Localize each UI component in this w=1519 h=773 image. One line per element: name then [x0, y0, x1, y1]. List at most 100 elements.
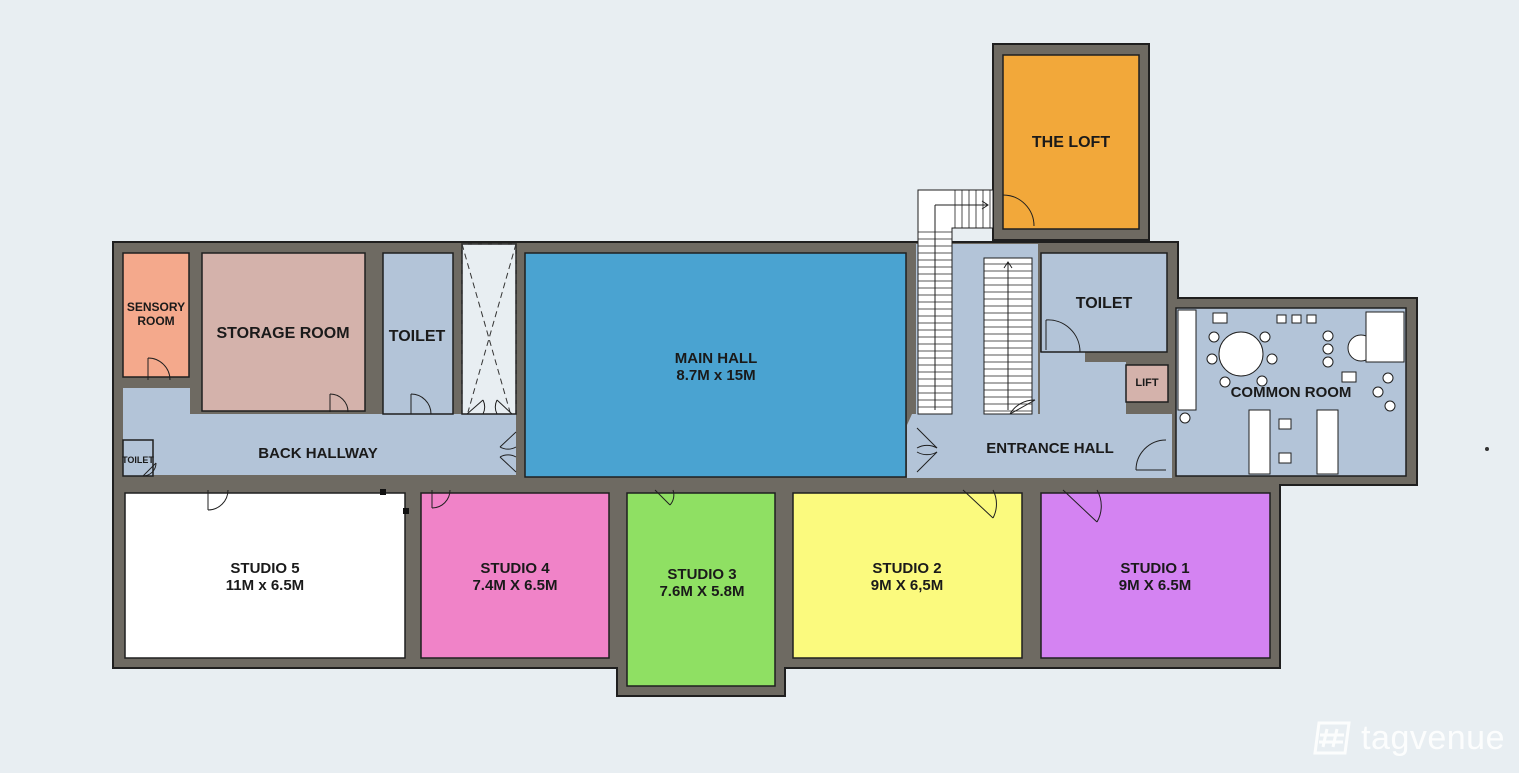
marker [1485, 447, 1489, 451]
studio-1-label: STUDIO 1 [1120, 560, 1189, 577]
studio-5-label: STUDIO 5 [230, 560, 299, 577]
doors [142, 194, 1167, 523]
toilet-left-label: TOILET [389, 328, 446, 345]
back-hallway-label: BACK HALLWAY [258, 445, 377, 462]
room-labels: SENSORY ROOM STORAGE ROOM TOILET TOILET … [122, 134, 1351, 600]
studio-3 [626, 492, 776, 687]
door-void-a-swing [482, 399, 486, 415]
door-studio-2 [962, 489, 994, 519]
main-hall-size: 8.7M x 15M [676, 367, 755, 384]
studio-4 [420, 492, 610, 659]
studio-4-label: STUDIO 4 [480, 560, 550, 577]
door-stair-swing [1009, 399, 1036, 415]
common-room-label: COMMON ROOM [1231, 384, 1352, 401]
chair [1322, 330, 1334, 342]
chair [1179, 412, 1191, 424]
door-stair [1009, 399, 1036, 415]
studio-1-size: 9M X 6.5M [1119, 577, 1192, 594]
door-lift-swing [1135, 439, 1167, 471]
the-loft-label: THE LOFT [1032, 134, 1110, 151]
rooms [122, 54, 1407, 687]
round-table-large [1218, 331, 1264, 377]
void-shaft [461, 243, 517, 415]
chair [1206, 353, 1218, 365]
door-toilet-right-swing [1045, 319, 1081, 353]
door-void-b-swing [494, 399, 498, 415]
studio-2-size: 9M X 6,5M [871, 577, 944, 594]
storage-room-label: STORAGE ROOM [216, 325, 349, 342]
studio-5-size: 11M x 6.5M [226, 577, 304, 594]
studio-3-size: 7.6M X 5.8M [659, 583, 744, 600]
door-studio-3-swing [669, 489, 675, 506]
chair [1212, 312, 1228, 324]
marker [380, 489, 386, 495]
toilet-small [122, 439, 154, 477]
chair [1208, 331, 1220, 343]
chair [1306, 314, 1317, 324]
door-toilet-left-swing [410, 393, 432, 415]
chair [1278, 452, 1292, 464]
door-main-left-a-swing [499, 446, 517, 450]
chair [1384, 400, 1396, 412]
toilet-right-label: TOILET [1076, 295, 1133, 312]
door-toilet-small [142, 462, 157, 477]
toilet-right [1040, 252, 1168, 353]
chair [1266, 353, 1278, 365]
door-void-b [496, 399, 513, 415]
sensory-room-label-line2: ROOM [137, 314, 174, 328]
main-hall [524, 252, 907, 478]
brand-name: tagvenue [1361, 718, 1505, 757]
door-main-right-b-swing [916, 451, 938, 456]
chair [1291, 314, 1302, 324]
door-main-right-a [916, 427, 938, 449]
sofa [1365, 311, 1405, 363]
door-storage-swing [329, 393, 349, 413]
sensory-room-label-line1: SENSORY [127, 300, 185, 314]
studio-5 [124, 492, 406, 659]
studio-2 [792, 492, 1023, 659]
chair [1259, 331, 1271, 343]
chair [1382, 372, 1394, 384]
lift [1125, 364, 1169, 403]
marker [403, 508, 409, 514]
studio-1 [1040, 492, 1271, 659]
chair [1372, 386, 1384, 398]
sensory-room [122, 252, 190, 378]
studio-4-size: 7.4M X 6.5M [472, 577, 557, 594]
door-sensory-swing [147, 357, 171, 381]
door-void-a [466, 399, 484, 415]
toilet-small-label: TOILET [122, 455, 154, 465]
chair [1322, 356, 1334, 368]
door-studio-5-swing [207, 489, 229, 511]
sensory-room-label: SENSORY [127, 300, 185, 314]
common-room-furniture [1177, 309, 1405, 475]
stair-arrows [934, 200, 1013, 410]
door-main-right-a-swing [916, 444, 938, 449]
door-studio-4-swing [431, 489, 451, 509]
back-hallway-floor [123, 388, 516, 475]
void-dashes [461, 243, 517, 413]
counter-left [1177, 309, 1197, 411]
lift-label: LIFT [1135, 377, 1158, 389]
entrance-hall-floor [907, 352, 1172, 478]
door-main-left-b [499, 456, 517, 473]
chair [1341, 371, 1357, 383]
chair [1322, 343, 1334, 355]
entrance-hall-label: ENTRANCE HALL [986, 440, 1114, 457]
door-studio-1-swing [1096, 489, 1102, 523]
door-studio-2-swing [992, 489, 997, 519]
door-main-right-b [916, 451, 938, 473]
chair [1219, 376, 1231, 388]
bench-left [1248, 409, 1271, 475]
door-main-left-a [499, 431, 517, 448]
bench-right [1316, 409, 1339, 475]
chair [1276, 314, 1287, 324]
brand-watermark: tagvenue [1309, 715, 1505, 761]
door-loft-swing [1002, 194, 1035, 227]
studio-3-label: STUDIO 3 [667, 566, 736, 583]
tagvenue-logo-icon [1313, 721, 1351, 755]
chair [1278, 418, 1292, 430]
toilet-left [382, 252, 454, 415]
sensory-room-label: ROOM [137, 314, 174, 328]
studio-2-label: STUDIO 2 [872, 560, 941, 577]
